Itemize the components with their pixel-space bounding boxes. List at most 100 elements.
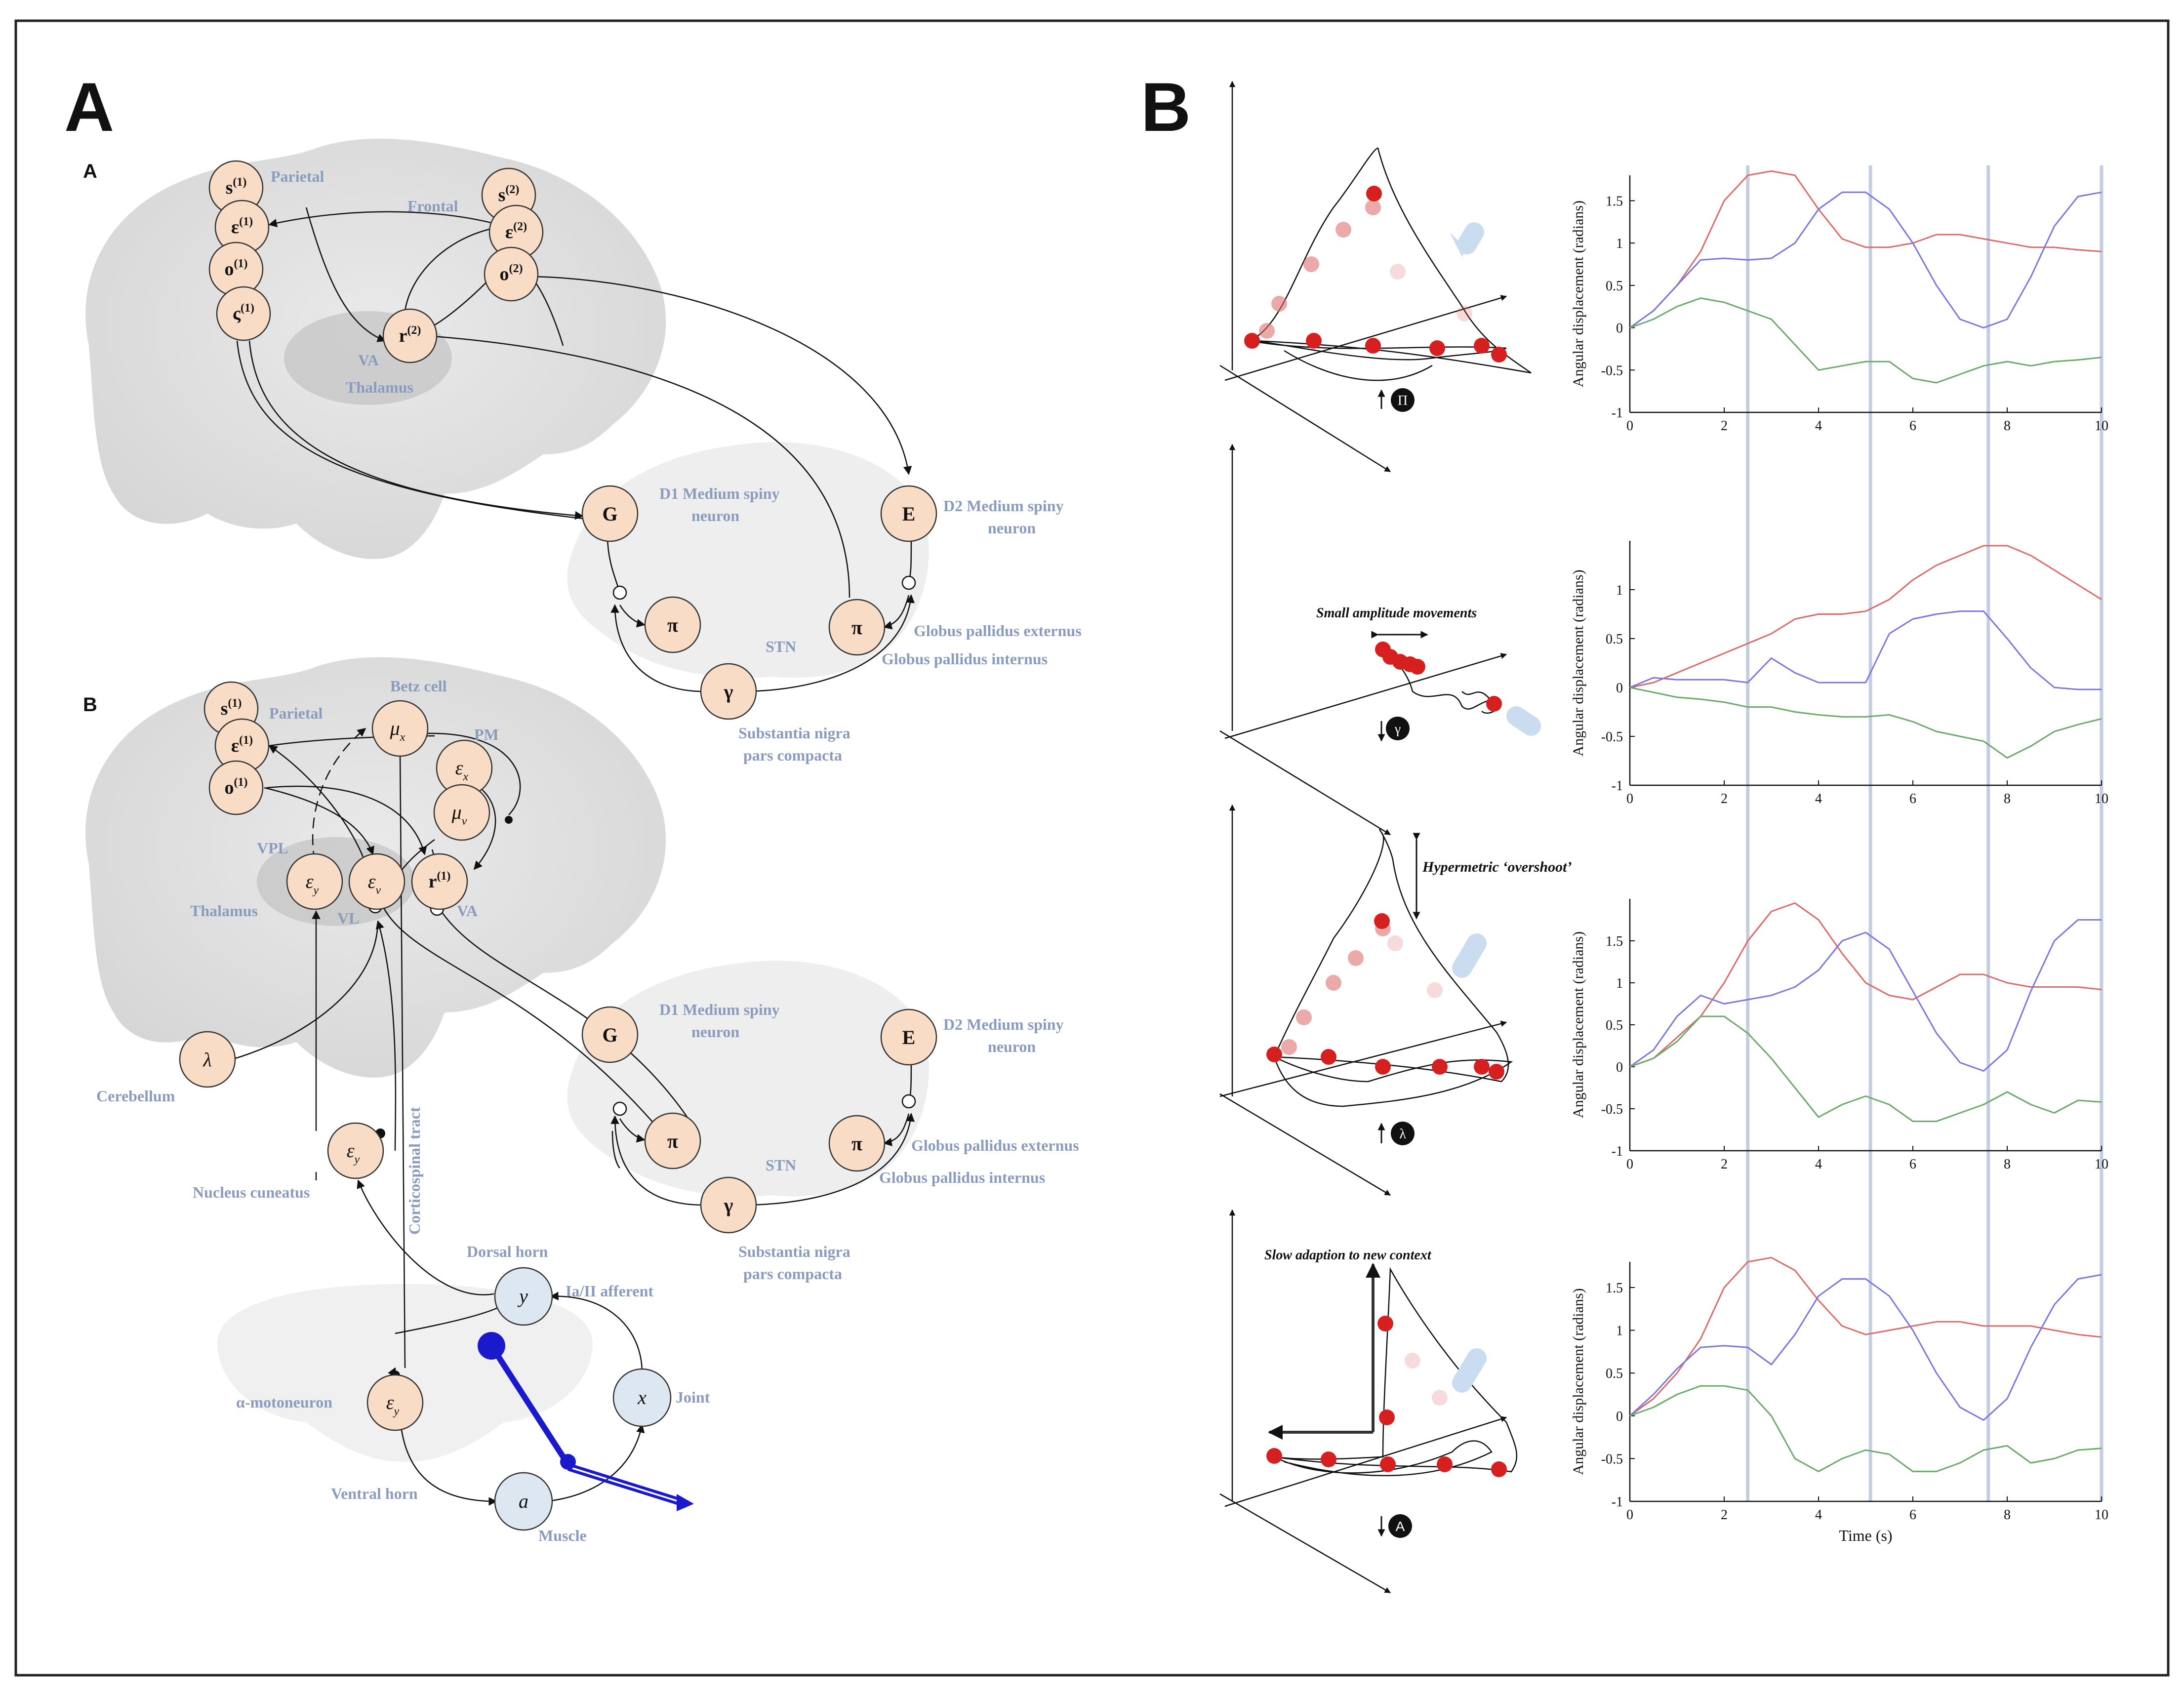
- y-tick-label: 1.5: [1606, 1281, 1623, 1296]
- y-tick-label: 1: [1616, 976, 1623, 991]
- label-va: VA: [358, 351, 379, 369]
- y-tick-label: 0.5: [1606, 1018, 1623, 1033]
- spinal-cord-image: [217, 1284, 593, 1462]
- x-tick-label: 10: [2095, 1507, 2108, 1523]
- x-tick-label: 4: [1815, 791, 1822, 806]
- x-tick-label: 2: [1721, 1507, 1728, 1523]
- svg-text:o(1): o(1): [225, 257, 248, 280]
- node-eps-y-motoneuron: εy: [366, 1374, 424, 1431]
- node-E: E: [880, 485, 937, 542]
- panel-label-A: A: [64, 68, 114, 146]
- y-axis-label: Angular displacement (radians): [1570, 569, 1586, 756]
- node-eps-y-thalamus: εy: [286, 853, 343, 910]
- label-vl: VL: [337, 909, 359, 927]
- label-ia-afferent: Ia/II afferent: [566, 1282, 653, 1300]
- label-cuneatus: Nucleus cuneatus: [193, 1183, 310, 1201]
- label-corticospinal: Corticospinal tract: [405, 1107, 423, 1235]
- y-tick-label: 1: [1616, 583, 1623, 598]
- series-line-red: [1629, 170, 2102, 328]
- node-G: G: [581, 485, 639, 542]
- x-tick-label: 8: [2004, 418, 2011, 434]
- svg-text:π: π: [667, 1130, 678, 1152]
- svg-text:r(2): r(2): [399, 324, 421, 346]
- label-gpe: Globus pallidus externus: [911, 1136, 1079, 1154]
- y-tick-label: 0: [1616, 321, 1623, 336]
- label-d2-line2: neuron: [988, 1038, 1036, 1055]
- node-r1: r(1): [411, 853, 468, 910]
- label-alpha-motoneuron: α-motoneuron: [236, 1393, 332, 1411]
- series-line-red: [1629, 902, 2102, 1068]
- svg-text:εy: εy: [347, 1139, 360, 1166]
- label-stn: STN: [766, 1156, 796, 1174]
- svg-text:λ: λ: [202, 1048, 211, 1071]
- trajectory-4: [1219, 1209, 1518, 1594]
- y-tick-label: 0.5: [1606, 632, 1623, 647]
- node-e1: ε(1): [214, 718, 270, 773]
- label-ventral-horn: Ventral horn: [331, 1485, 418, 1502]
- svg-text:o(1): o(1): [225, 776, 248, 798]
- svg-text:Small amplitude movements: Small amplitude movements: [1316, 605, 1477, 621]
- y-tick-label: 0.5: [1606, 279, 1623, 294]
- node-gamma: γ: [700, 663, 757, 720]
- y-tick-label: 0: [1616, 1060, 1623, 1075]
- svg-text:r(1): r(1): [429, 870, 451, 892]
- node-eps-x: εx: [436, 739, 493, 797]
- label-dorsal-horn: Dorsal horn: [467, 1243, 548, 1260]
- label-parietal: Parietal: [271, 167, 324, 185]
- svg-text:E: E: [902, 1026, 916, 1048]
- x-tick-label: 10: [2095, 1157, 2108, 1172]
- section-label-a: A: [83, 161, 97, 182]
- x-tick-label: 6: [1909, 418, 1916, 434]
- node-r2: r(2): [382, 308, 438, 363]
- y-tick-label: -0.5: [1601, 1102, 1623, 1117]
- label-snpc-line1: Substantia nigra: [738, 724, 850, 742]
- node-o2: o(2): [484, 246, 539, 302]
- series-line-red: [1629, 1256, 2102, 1417]
- node-mu-v: μv: [433, 784, 490, 841]
- section-label-b: B: [83, 694, 97, 716]
- svg-text:s(2): s(2): [498, 183, 520, 205]
- outer-frame: [14, 19, 2170, 1677]
- y-tick-label: 0: [1616, 681, 1623, 696]
- svg-text:ε(1): ε(1): [231, 215, 253, 238]
- label-snpc-line2: pars compacta: [743, 746, 842, 764]
- label-snpc-line1: Substantia nigra: [738, 1243, 850, 1260]
- trajectory-2-note: Small amplitude movements: [1316, 605, 1477, 639]
- trajectory-1: [1219, 81, 1532, 473]
- svg-text:o(2): o(2): [500, 262, 523, 284]
- svg-text:Π: Π: [1398, 393, 1408, 408]
- svg-text:εx: εx: [455, 757, 469, 783]
- label-thalamus: Thalamus: [190, 902, 258, 920]
- node-x: x: [612, 1368, 672, 1427]
- y-tick-label: 0.5: [1606, 1366, 1623, 1381]
- svg-text:G: G: [602, 1024, 617, 1046]
- x-tick-label: 4: [1815, 1507, 1822, 1523]
- svg-text:γ: γ: [724, 681, 733, 703]
- svg-text:εv: εv: [368, 870, 381, 897]
- series-line-green: [1629, 297, 2102, 384]
- x-tick-label: 8: [2004, 1507, 2011, 1523]
- trajectory-3: [1219, 804, 1513, 1196]
- trajectory-panels: Π Small amplitude movements γ: [1219, 81, 1572, 1594]
- node-lambda: λ: [179, 1031, 236, 1088]
- svg-text:μv: μv: [451, 801, 467, 828]
- trajectory-3-points: [1266, 913, 1504, 1080]
- node-eps-v: εv: [348, 853, 405, 910]
- x-tick-label: 2: [1721, 791, 1728, 806]
- node-e1: ε(1): [214, 200, 270, 255]
- node-pi1: π: [644, 596, 701, 653]
- x-tick-label: 10: [2095, 418, 2108, 434]
- trajectory-3-icon: λ: [1377, 1122, 1415, 1145]
- svg-text:εy: εy: [386, 1391, 400, 1418]
- trajectory-4-note: Slow adaption to new context: [1264, 1248, 1432, 1263]
- node-eps-y-cuneatus: εy: [327, 1122, 384, 1179]
- label-frontal: Frontal: [407, 197, 458, 215]
- node-o1: o(1): [208, 760, 264, 815]
- svg-text:μx: μx: [390, 717, 405, 744]
- svg-text:a: a: [519, 1490, 528, 1512]
- label-cerebellum: Cerebellum: [96, 1087, 175, 1105]
- label-gpi: Globus pallidus internus: [882, 650, 1048, 668]
